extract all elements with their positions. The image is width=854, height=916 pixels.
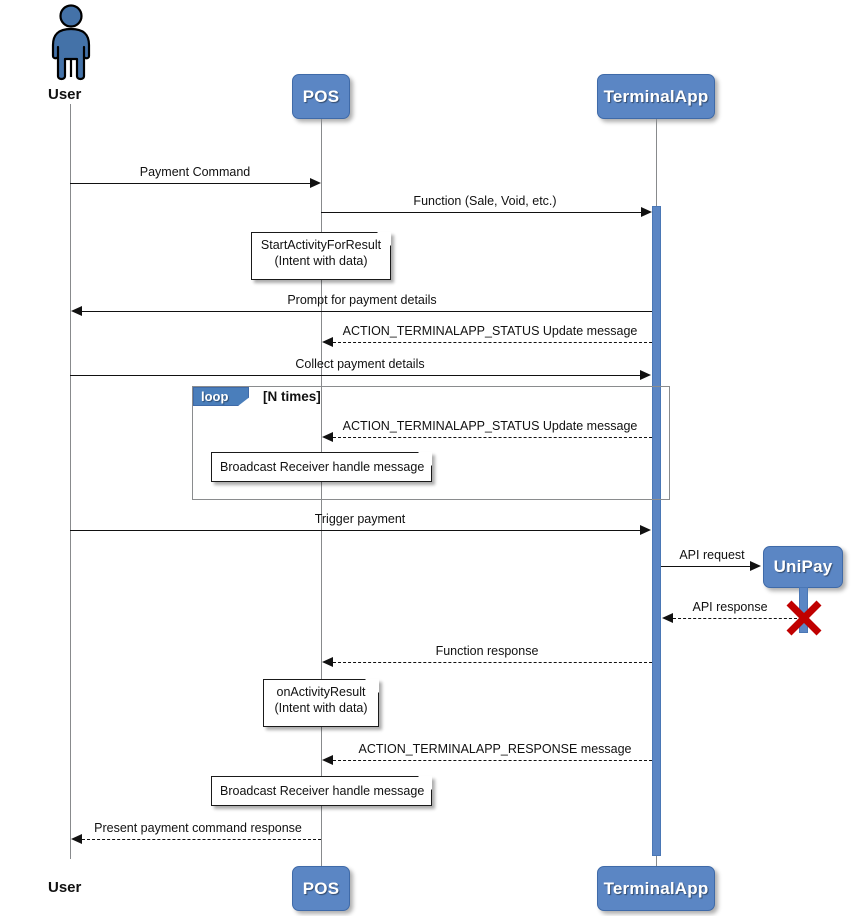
message-line-payment-command <box>70 183 312 184</box>
message-label-api-request: API request <box>679 548 745 562</box>
arrow-head-trigger-payment <box>640 524 651 535</box>
lifeline-user <box>70 104 71 859</box>
message-label-action-status-2: ACTION_TERMINALAPP_STATUS Update message <box>342 419 638 433</box>
fragment-loop-right-gutter <box>648 386 670 500</box>
participant-head-pos-label: POS <box>302 86 340 106</box>
message-label-prompt-for-payment-details: Prompt for payment details <box>287 293 437 307</box>
message-line-function-response <box>333 662 652 663</box>
actor-user-label: User <box>48 86 82 103</box>
message-label-payment-command: Payment Command <box>139 165 251 179</box>
message-line-collect-payment-details <box>70 375 641 376</box>
message-line-action-response <box>333 760 652 761</box>
arrow-head-api-request <box>750 560 761 571</box>
note-start-activity-for-result: StartActivityForResult (Intent with data… <box>251 232 391 280</box>
fragment-loop-operator: loop <box>193 387 249 406</box>
message-line-present-payment-command-response <box>82 839 321 840</box>
message-label-function: Function (Sale, Void, etc.) <box>413 194 557 208</box>
destroy-x-marker-unipay <box>784 598 824 643</box>
message-label-action-response: ACTION_TERMINALAPP_RESPONSE message <box>358 742 632 756</box>
lifeline-pos <box>321 119 322 866</box>
fragment-loop-operator-label: loop <box>201 389 229 404</box>
arrow-head-payment-command <box>310 177 321 188</box>
note-fold-icon <box>418 776 432 790</box>
message-label-trigger-payment: Trigger payment <box>314 512 406 526</box>
participant-foot-terminalapp-label: TerminalApp <box>603 878 709 898</box>
arrow-head-function <box>641 206 652 217</box>
note-on-activity-result-text: onActivityResult (Intent with data) <box>274 685 368 715</box>
note-broadcast-receiver-1: Broadcast Receiver handle message <box>211 452 432 482</box>
arrow-head-action-status-2 <box>322 431 333 442</box>
participant-head-unipay[interactable]: UniPay <box>763 546 843 588</box>
activation-bar-terminalapp <box>652 206 661 856</box>
actor-foot-user-label: User <box>48 879 82 896</box>
arrow-head-api-response <box>662 612 673 623</box>
message-label-present-payment-command-response: Present payment command response <box>94 821 302 835</box>
message-line-api-request <box>661 566 751 567</box>
arrow-head-collect-payment-details <box>640 369 651 380</box>
participant-head-terminalapp-label: TerminalApp <box>603 86 709 106</box>
message-label-action-status-1: ACTION_TERMINALAPP_STATUS Update message <box>342 324 638 338</box>
note-fold-icon <box>418 452 432 466</box>
message-line-action-status-1 <box>333 342 652 343</box>
participant-head-unipay-label: UniPay <box>773 557 833 576</box>
fragment-loop-guard: [N times] <box>263 389 321 404</box>
arrow-head-action-status-1 <box>322 336 333 347</box>
participant-foot-pos-label: POS <box>302 878 340 898</box>
message-line-api-response <box>673 618 802 619</box>
message-label-collect-payment-details: Collect payment details <box>295 357 425 371</box>
note-fold-icon <box>377 232 391 246</box>
arrow-head-prompt-for-payment-details <box>71 305 82 316</box>
participant-head-terminalapp[interactable]: TerminalApp <box>597 74 715 119</box>
note-on-activity-result: onActivityResult (Intent with data) <box>263 679 379 727</box>
note-fold-icon <box>365 679 379 693</box>
message-line-trigger-payment <box>70 530 641 531</box>
participant-head-pos[interactable]: POS <box>292 74 350 119</box>
message-line-action-status-2 <box>333 437 652 438</box>
participant-foot-terminalapp[interactable]: TerminalApp <box>597 866 715 911</box>
note-broadcast-receiver-2: Broadcast Receiver handle message <box>211 776 432 806</box>
arrow-head-function-response <box>322 656 333 667</box>
message-line-prompt-for-payment-details <box>82 311 652 312</box>
participant-foot-pos[interactable]: POS <box>292 866 350 911</box>
message-label-api-response: API response <box>692 600 768 614</box>
note-broadcast-receiver-2-text: Broadcast Receiver handle message <box>220 784 425 798</box>
message-line-function <box>321 212 643 213</box>
arrow-head-action-response <box>322 754 333 765</box>
note-broadcast-receiver-1-text: Broadcast Receiver handle message <box>220 460 425 474</box>
arrow-head-present-payment-command-response <box>71 833 82 844</box>
note-start-activity-for-result-text: StartActivityForResult (Intent with data… <box>260 238 382 268</box>
actor-user-icon <box>46 4 96 87</box>
message-label-function-response: Function response <box>435 644 539 658</box>
